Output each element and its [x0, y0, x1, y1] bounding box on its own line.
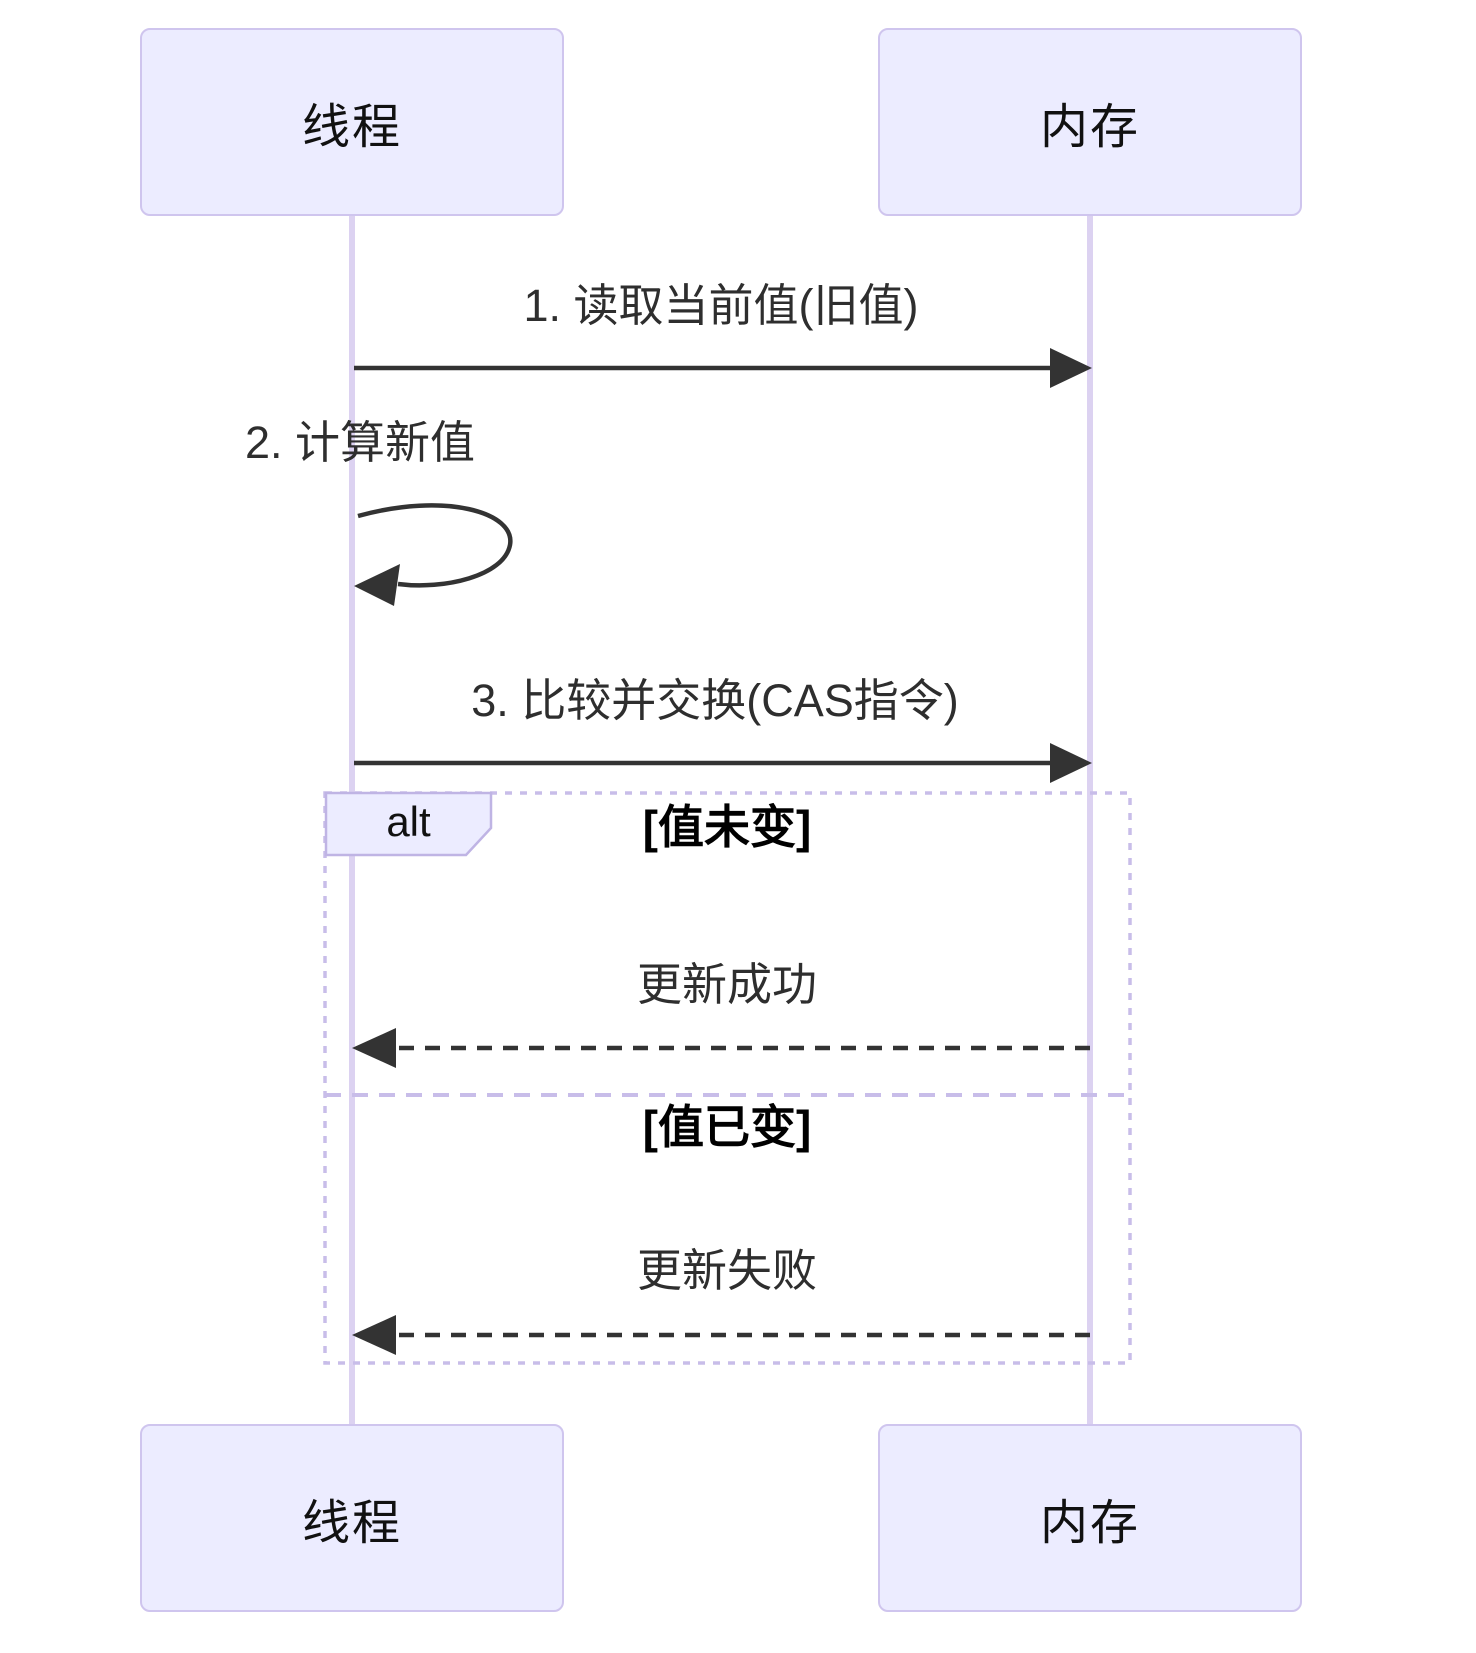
actor-memory-bottom: 内存	[878, 1424, 1302, 1612]
alt-tag-label: alt	[386, 798, 431, 845]
alt-condition-1-label: [值未变]	[642, 801, 812, 853]
actor-thread-top-label: 线程	[301, 101, 402, 154]
message-2-text: 2. 计算新值	[245, 417, 476, 468]
actor-memory-bottom-label: 内存	[1039, 1497, 1140, 1550]
message-1-arrowhead	[1050, 348, 1092, 388]
message-fail-arrowhead	[352, 1315, 396, 1355]
actor-memory-top: 内存	[878, 28, 1302, 216]
alt-tag-shape	[324, 791, 493, 857]
actor-thread-bottom: 线程	[140, 1424, 564, 1612]
message-3-text: 3. 比较并交换(CAS指令)	[471, 675, 959, 726]
alt-frame-border	[323, 791, 1132, 1365]
message-success-arrowhead	[352, 1028, 396, 1068]
message-3-arrowhead	[1050, 743, 1092, 783]
actor-memory-top-label: 内存	[1039, 101, 1140, 154]
message-success-text: 更新成功	[636, 959, 818, 1010]
message-1-text: 1. 读取当前值(旧值)	[523, 280, 919, 331]
actor-thread-bottom-label: 线程	[301, 1497, 402, 1550]
lifeline-memory	[1087, 215, 1093, 1424]
message-2-arrowhead	[354, 564, 400, 606]
alt-condition-2-label: [值已变]	[642, 1101, 812, 1153]
actor-thread-top: 线程	[140, 28, 564, 216]
message-2-self-loop	[357, 503, 513, 588]
message-fail-text: 更新失败	[636, 1245, 818, 1296]
